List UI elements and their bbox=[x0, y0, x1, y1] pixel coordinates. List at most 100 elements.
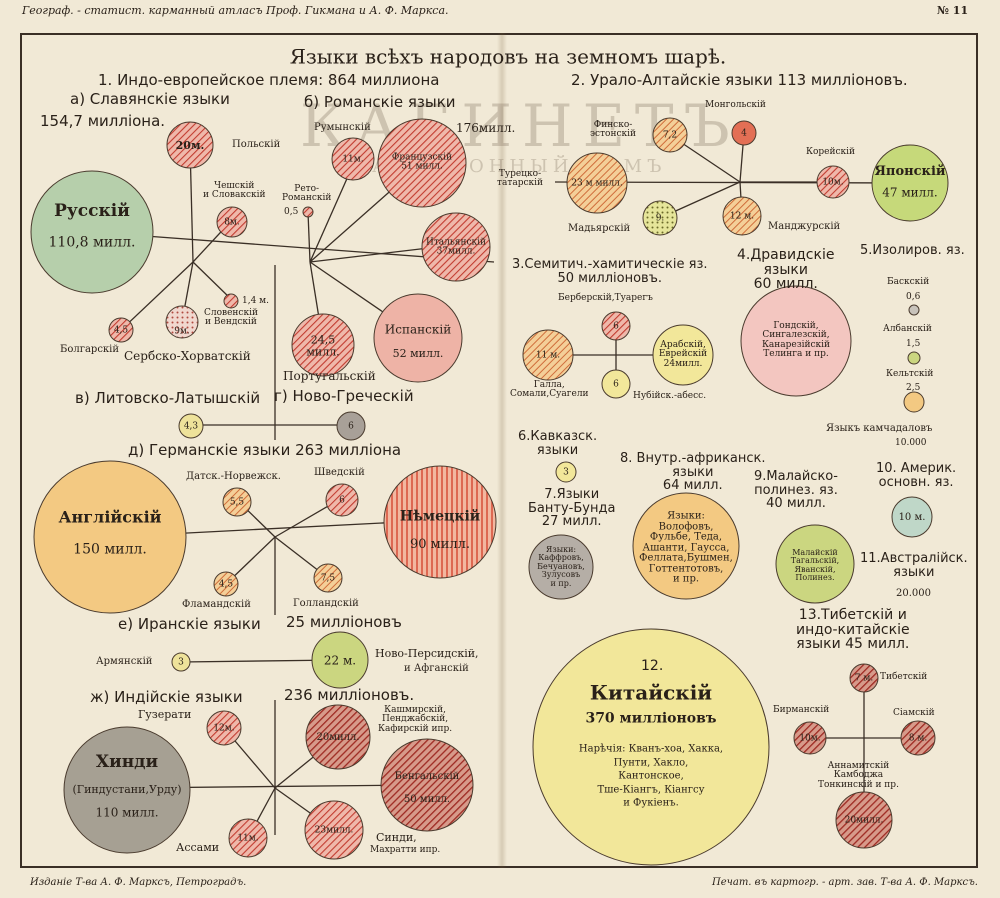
heading-greek: г) Ново-Греческій bbox=[274, 387, 414, 405]
label-manchu: Манджурскій bbox=[768, 221, 841, 232]
page-title: Языки всѣхъ народовъ на земномъ шарѣ. bbox=[289, 44, 727, 69]
label-sloven: Словенскій и Вендскій bbox=[204, 308, 258, 328]
heading-isolated: 5.Изолиров. яз. bbox=[860, 243, 965, 258]
label-portuguese: Португальскій bbox=[283, 369, 376, 383]
label-galla: Галла, Сомали,Суагели bbox=[510, 380, 589, 400]
circle-kashmiri bbox=[305, 704, 371, 770]
label-dutch: Голландскій bbox=[293, 598, 359, 609]
circle-russian bbox=[30, 170, 154, 294]
newpersian-in: 22 м. bbox=[323, 653, 357, 668]
label-annam: Аннамитскій Камбоджа Тонкинскій и пр. bbox=[818, 761, 899, 790]
footer-left: Изданіе Т-ва А. Ф. Марксъ, Петроградъ. bbox=[30, 877, 247, 888]
label-reto: Рето- Романскій bbox=[282, 184, 332, 204]
circle-guzerati bbox=[206, 710, 242, 746]
label-celtic: Кельтскій bbox=[886, 369, 934, 379]
label-russian-n: 110,8 милл. bbox=[48, 234, 136, 251]
circle-lithuanian bbox=[178, 413, 204, 439]
heading-dravid: 4.Дравидскіе языки 60 милл. bbox=[737, 247, 835, 293]
assami-in: 11м. bbox=[237, 833, 259, 844]
label-sindi: Синди, bbox=[376, 831, 417, 844]
dravid-in: Гондскій, Сингалезскій, Канарезійскій Те… bbox=[761, 321, 831, 360]
chinese-dialects: Нарѣчія: Кванъ-хоа, Хакка, Пунти, Хакло,… bbox=[578, 743, 724, 809]
label-chinese-n: 370 милліоновъ bbox=[585, 710, 717, 727]
circle-burma bbox=[793, 721, 827, 755]
circle-dravid bbox=[740, 285, 852, 397]
annam-in: 20милл. bbox=[844, 815, 884, 826]
circle-danish bbox=[222, 487, 252, 517]
circle-assami bbox=[228, 818, 268, 858]
serb-in: 9м. bbox=[174, 326, 190, 337]
label-danish: Датск.-Норвежск. bbox=[186, 471, 281, 482]
turkish-in: 23 м милл. bbox=[571, 178, 623, 189]
heading-iranian-total: 25 милліоновъ bbox=[286, 613, 402, 631]
circle-celt bbox=[903, 391, 925, 413]
label-magyar: Мадьярскій bbox=[568, 223, 631, 234]
armenian-in: 3 bbox=[178, 657, 184, 668]
label-turkish: Турецко- татарскій bbox=[497, 169, 543, 189]
heading-caucasus: 6.Кавказск. языки bbox=[518, 429, 598, 458]
heading-indian-total: 236 милліоновъ. bbox=[284, 686, 415, 704]
label-hindi: Хинди bbox=[95, 752, 159, 773]
heading-romance-total: 176милл. bbox=[456, 121, 516, 135]
header-left: Географ. - статист. карманный атласъ Про… bbox=[22, 4, 449, 17]
circle-siam bbox=[900, 720, 936, 756]
label-burmese: Бирманскій bbox=[773, 705, 830, 715]
nubian-in: 6 bbox=[613, 379, 619, 390]
kamchadal-n: 10.000 bbox=[895, 438, 927, 448]
berber-in: 6 bbox=[613, 321, 619, 332]
label-czech: Чешскій и Словакскій bbox=[203, 181, 266, 201]
circle-malay bbox=[775, 524, 855, 604]
circle-nubian bbox=[601, 369, 631, 399]
circle-japanese bbox=[871, 144, 949, 222]
guzerati-in: 12м. bbox=[213, 723, 235, 734]
label-tibetan: Тибетскій bbox=[880, 672, 928, 682]
circle-turkish bbox=[566, 152, 628, 214]
label-german-n: 90 милл. bbox=[409, 537, 471, 553]
korean-in: 10м. bbox=[822, 177, 844, 188]
label-serbian: Сербско-Хорватскій bbox=[124, 349, 251, 363]
heading-romance: б) Романскіе языки bbox=[304, 93, 456, 111]
circle-africa bbox=[632, 492, 740, 600]
circle-manchu bbox=[722, 196, 762, 236]
circles bbox=[30, 117, 949, 866]
label-afghan: и Афганскій bbox=[404, 663, 469, 674]
austral-total: 20.000 bbox=[896, 588, 931, 599]
japanese-n: 47 милл. bbox=[882, 185, 938, 200]
french-in: Французскій 51 милл. bbox=[391, 152, 453, 172]
label-german: Нѣмецкій bbox=[399, 508, 481, 525]
book-fold bbox=[497, 33, 507, 868]
heading-bantu: 7.Языки Банту-Бунда 27 милл. bbox=[528, 487, 616, 530]
finnish-in: 7,2 bbox=[662, 130, 678, 141]
circle-chinese bbox=[532, 628, 770, 866]
label-nubian: Нубійск.-абесс. bbox=[633, 391, 707, 401]
circle-hindi bbox=[63, 726, 191, 854]
label-berber: Берберскій,Туарегъ bbox=[558, 293, 653, 303]
circle-finnish bbox=[652, 117, 688, 153]
mongol-in: 4 bbox=[741, 128, 747, 139]
caucasus-in: 3 bbox=[563, 467, 569, 478]
africa-in: Языки: Волофовъ, Фульбе, Теда, Ашанти, Г… bbox=[639, 510, 733, 585]
circle-reto bbox=[302, 206, 314, 218]
label-basque: Баскскій bbox=[887, 277, 930, 287]
label-chinese: Китайскій bbox=[589, 680, 713, 705]
circle-korean bbox=[816, 165, 850, 199]
label-russian: Русскій bbox=[54, 201, 130, 222]
polish-in: 20м. bbox=[175, 139, 205, 153]
japanese-in: Японскій bbox=[874, 164, 946, 180]
greek-in: 6 bbox=[348, 421, 354, 432]
rum-in: 11м. bbox=[342, 154, 364, 165]
circle-sindi bbox=[304, 800, 364, 860]
bengali-in: Бенгальскій bbox=[394, 770, 460, 782]
heading-indian: ж) Индійскіе языки bbox=[90, 688, 243, 706]
tibetan-in: 7 м. bbox=[854, 673, 874, 684]
label-newpersian: Ново-Персидскій, bbox=[375, 647, 479, 660]
label-albanian: Албанскій bbox=[883, 324, 932, 334]
circle-magyar bbox=[642, 200, 678, 236]
circle-dutch bbox=[313, 563, 343, 593]
label-korean: Корейскій bbox=[806, 147, 856, 157]
bulg-in: 4,5 bbox=[113, 325, 129, 336]
circle-polish bbox=[166, 121, 214, 169]
circle-german bbox=[383, 465, 497, 579]
czech-in: 8м. bbox=[224, 217, 240, 228]
circle-mongol bbox=[731, 120, 757, 146]
